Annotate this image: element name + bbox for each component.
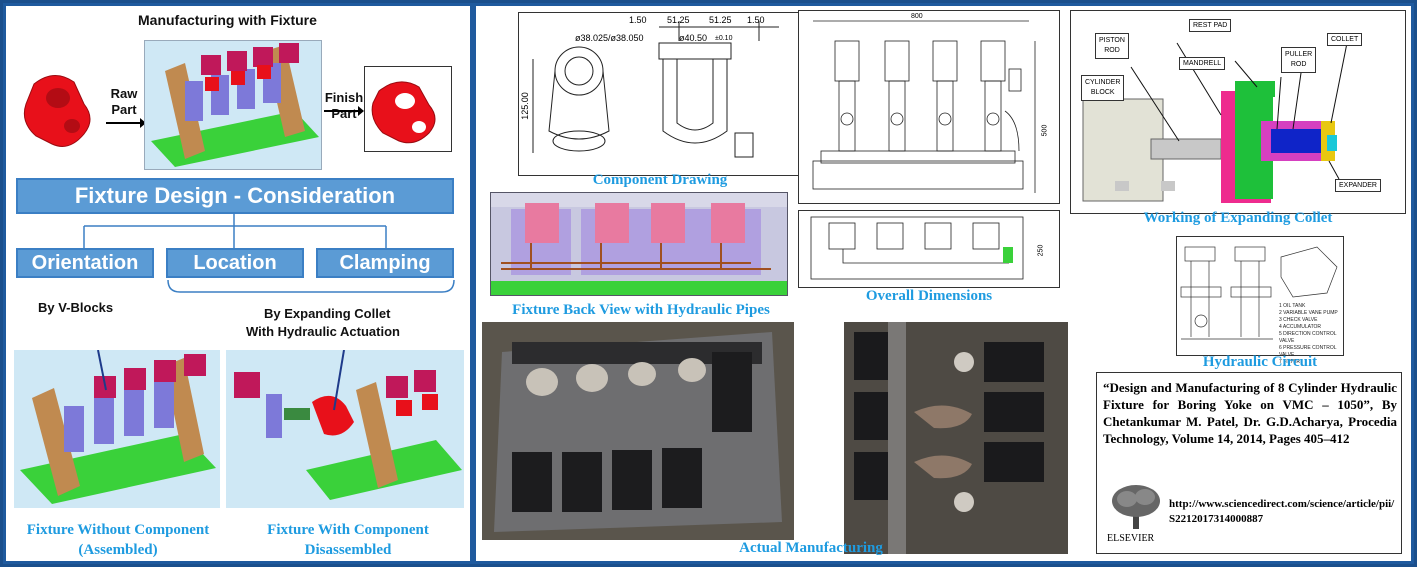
arrow-right-icon <box>106 118 146 128</box>
photo-fixture-right <box>844 322 1068 554</box>
dim-tolerance: ±0.10 <box>715 35 733 42</box>
fixture-without-component-render <box>14 350 220 508</box>
panel-divider <box>470 6 476 561</box>
hydraulic-circuit-diagram: 1 OIL TANK 2 VARIABLE VANE PUMP 3 CHECK … <box>1176 236 1344 365</box>
caption-expanding-collet: Working of Expanding Collet <box>1143 210 1333 226</box>
location-box: Location <box>166 248 304 278</box>
overall-dimensions-lines <box>812 20 1036 193</box>
dim-diameter-1: ø38.025/ø38.050 <box>575 33 644 43</box>
left-title: Manufacturing with Fixture <box>138 12 317 28</box>
back-view-pipes-icon <box>491 193 787 295</box>
label-collet: COLLET <box>1327 33 1363 46</box>
legend-item: 7 FILTER <box>1279 359 1301 365</box>
elsevier-wordmark: ELSEVIER <box>1107 533 1155 544</box>
tree-connectors <box>83 214 387 248</box>
finish-part-label: Finish Part <box>324 90 364 121</box>
overall-plan-lines <box>810 216 1024 280</box>
dim-diameter-2: ø40.50 <box>679 33 708 43</box>
caption-component-drawing: Component Drawing <box>592 172 728 188</box>
overall-dimensions-drawing: 800 500 <box>798 10 1060 204</box>
clamping-box: Clamping <box>316 248 454 278</box>
caption-actual-manufacturing: Actual Manufacturing <box>739 540 883 556</box>
collet-label-2: With Hydraulic Actuation <box>246 324 400 339</box>
dim-150-right: 1.50 <box>747 15 765 25</box>
caption-overall-dimensions: Overall Dimensions <box>865 288 993 304</box>
collet-section-icon <box>1082 42 1348 203</box>
photo-fixture-left <box>482 322 794 540</box>
dim-800: 800 <box>911 13 923 20</box>
raw-part-image <box>23 75 91 147</box>
elsevier-tree-logo <box>1112 485 1160 529</box>
fixture-with-component-render <box>226 350 464 508</box>
right-panel: 1.50 51.25 51.25 1.50 ø38.025/ø38.050 ø4… <box>476 6 1411 561</box>
left-panel: Manufacturing with Fixture Raw Part Fini… <box>6 6 470 561</box>
legend-item: 1 OIL TANK <box>1279 303 1306 309</box>
caption-without-component-2: (Assembled) <box>78 542 158 558</box>
bracket-connector <box>167 279 455 293</box>
legend-item: 2 VARIABLE VANE PUMP <box>1279 310 1338 316</box>
dim-500: 500 <box>1041 124 1049 137</box>
fixture-render-main <box>144 40 322 170</box>
caption-back-view: Fixture Back View with Hydraulic Pipes <box>512 302 770 318</box>
caption-hydraulic-circuit: Hydraulic Circuit <box>1202 354 1318 370</box>
reference-url[interactable]: http://www.sciencedirect.com/science/art… <box>1169 498 1395 525</box>
legend-item: 6 PRESSURE CONTROL VALVE <box>1279 345 1337 358</box>
finish-part-frame <box>364 66 452 152</box>
arrow-right-icon <box>324 106 364 116</box>
actual-photo-right <box>844 322 1068 554</box>
fixture-disassembled-icon <box>234 350 462 500</box>
label-expander: EXPANDER <box>1335 179 1381 192</box>
label-rest-pad: REST PAD <box>1189 19 1232 32</box>
legend-item: 5 DIRECTION CONTROL VALVE <box>1279 331 1337 344</box>
component-drawing-lines <box>532 21 779 158</box>
dim-height: 125.00 <box>519 92 530 120</box>
dim-5125-left: 51.25 <box>667 15 690 25</box>
fixture-assembly-icon <box>151 43 319 167</box>
dim-5125-right: 51.25 <box>709 15 732 25</box>
fixture-back-view-render <box>490 192 788 296</box>
overall-dimensions-plan: 250 <box>798 210 1060 288</box>
legend-item: 4 ACCUMULATOR <box>1279 324 1322 330</box>
dim-150-left: 1.50 <box>629 15 647 25</box>
reference-box: “Design and Manufacturing of 8 Cylinder … <box>1096 372 1402 554</box>
component-drawing: 1.50 51.25 51.25 1.50 ø38.025/ø38.050 ø4… <box>518 12 802 176</box>
raw-part-label: Raw Part <box>110 86 138 117</box>
orientation-box: Orientation <box>16 248 154 278</box>
dim-250: 250 <box>1037 244 1045 257</box>
actual-photo-left <box>482 322 794 540</box>
vblocks-label: By V-Blocks <box>38 300 114 315</box>
legend-item: 3 CHECK VALVE <box>1279 317 1318 323</box>
reference-citation: “Design and Manufacturing of 8 Cylinder … <box>1103 380 1397 446</box>
finish-part-image <box>371 81 436 144</box>
caption-without-component-1: Fixture Without Component <box>26 522 210 538</box>
caption-with-component-1: Fixture With Component <box>267 522 429 538</box>
caption-with-component-2: Disassembled <box>304 542 392 558</box>
fixture-assembled-icon <box>20 350 216 504</box>
hydraulic-circuit-lines <box>1180 246 1338 340</box>
collet-label-1: By Expanding Collet <box>264 306 391 321</box>
consideration-title: Fixture Design - Consideration <box>16 178 454 214</box>
hydraulic-legend: 1 OIL TANK 2 VARIABLE VANE PUMP 3 CHECK … <box>1279 303 1343 366</box>
label-mandrell: MANDRELL <box>1179 57 1226 70</box>
